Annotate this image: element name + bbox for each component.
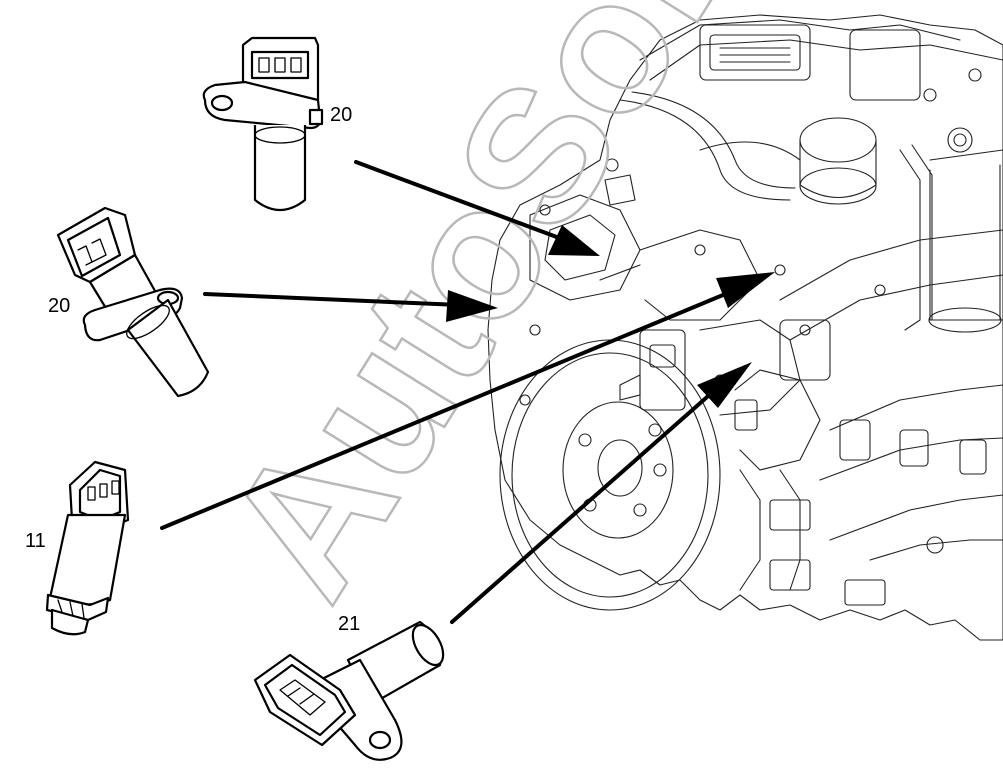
arrow-sensor-lower-left <box>160 272 775 530</box>
sensor-upper-left <box>56 206 210 398</box>
engine-block <box>487 14 1003 641</box>
sensor-lower-left <box>45 460 130 636</box>
arrow-sensor-top <box>354 160 600 256</box>
pointer-arrows <box>160 160 775 624</box>
arrow-sensor-bottom <box>450 362 752 624</box>
arrow-sensor-upper-left <box>203 290 498 322</box>
sensor-top <box>202 36 324 212</box>
callout-label-sensor-lower-left: 11 <box>25 530 46 552</box>
callout-labels: 20 20 11 21 <box>25 104 360 635</box>
callout-label-sensor-upper-left: 20 <box>48 295 70 317</box>
sensor-bottom <box>253 620 445 761</box>
callout-label-sensor-bottom: 21 <box>338 613 360 635</box>
callout-label-sensor-top: 20 <box>330 104 352 126</box>
